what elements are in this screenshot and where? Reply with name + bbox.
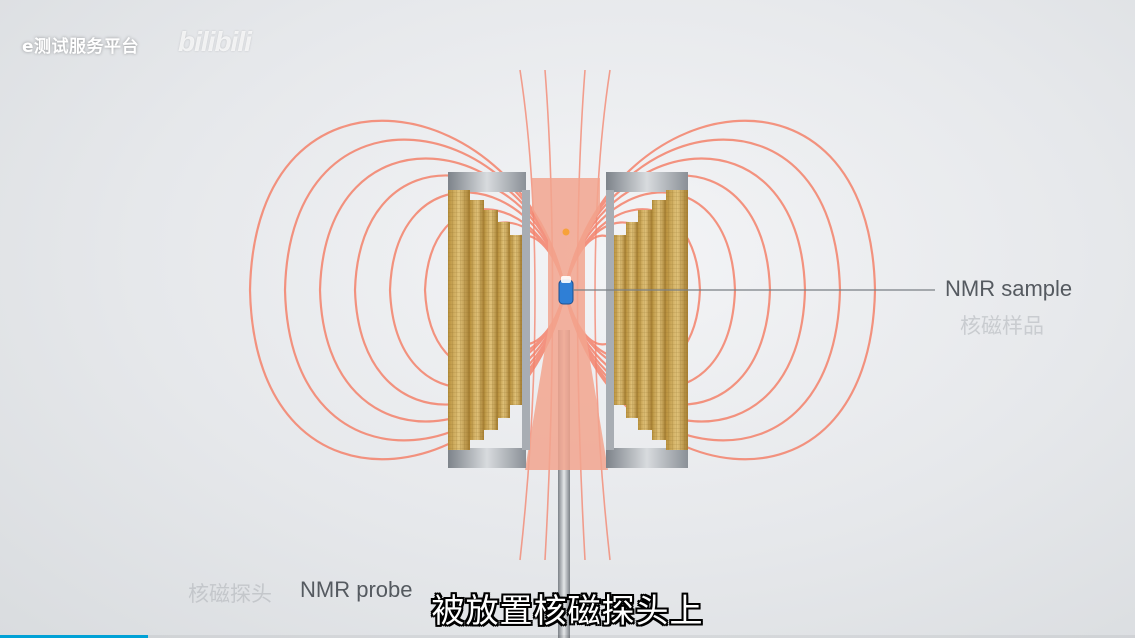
video-progress-fill <box>0 635 148 638</box>
right-magnet-coil <box>606 172 688 468</box>
nmr-sample-tube <box>558 279 574 305</box>
channel-watermark: e测试服务平台 <box>22 37 140 57</box>
nmr-sample-label: NMR sample <box>945 276 1073 301</box>
nmr-sample-label-cn: 核磁样品 <box>960 314 1044 338</box>
video-subtitle: 被放置核磁探头上 <box>431 591 704 630</box>
nmr-probe-label: NMR probe <box>300 577 413 602</box>
nmr-sample-cap <box>561 276 571 283</box>
nmr-probe-label-cn: 核磁探头 <box>188 582 272 606</box>
probe-indicator-dot <box>562 228 570 236</box>
left-magnet-coil <box>448 172 530 468</box>
probe-head <box>525 178 608 470</box>
video-progress-bar[interactable] <box>0 635 1135 638</box>
bilibili-logo: bilibili <box>178 26 252 57</box>
